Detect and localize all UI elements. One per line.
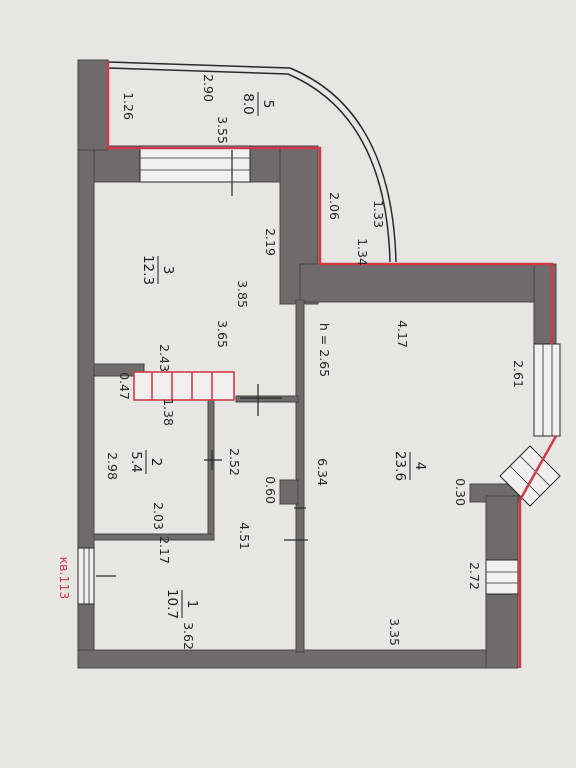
dim-label: 2.61 (511, 360, 526, 388)
room-4-area: 23.6 (392, 451, 408, 481)
room-2-area: 5.4 (128, 451, 144, 472)
dim-label: 2.52 (227, 448, 242, 476)
dim-label: 3.65 (215, 320, 230, 348)
dim-label: 1.26 (121, 92, 136, 120)
dimension-labels: 2.90 1.26 3.55 2.06 1.33 1.34 2.19 3.85 … (105, 74, 526, 650)
window-room3 (139, 145, 251, 183)
dim-label: 1.33 (371, 200, 386, 228)
column-block (279, 479, 299, 505)
dim-label: 0.47 (117, 372, 132, 400)
dim-label: 3.62 (181, 622, 196, 650)
dim-label: 4.17 (395, 320, 410, 348)
partition-room2-bottom (93, 533, 215, 541)
room-2-number: 2 (148, 458, 164, 467)
wall-top-room4 (299, 263, 553, 303)
partition-room2-right (207, 397, 215, 539)
dim-label: 2.17 (157, 536, 172, 564)
partition-hall-right (295, 299, 305, 653)
room-5-area: 8.0 (240, 93, 256, 114)
dim-label: 0.30 (453, 478, 468, 506)
dim-label: 2.72 (467, 562, 482, 590)
dim-label: 2.03 (151, 502, 166, 530)
window-room1-left (77, 547, 95, 605)
window-stripes (83, 157, 553, 604)
dim-label: 2.90 (201, 74, 216, 102)
dim-label: 2.43 (157, 344, 172, 372)
room-5-number: 5 (260, 100, 276, 109)
dim-label: 1.34 (355, 238, 370, 266)
room-5-label: 5 8.0 (240, 92, 276, 116)
wall-bottom (77, 649, 519, 669)
dim-label: 3.35 (387, 618, 402, 646)
room-1-area: 10.7 (164, 589, 180, 619)
dim-label: 4.51 (237, 522, 252, 550)
room-3-label: 3 12.3 (140, 255, 176, 285)
dim-label: 2.98 (105, 452, 120, 480)
wall-loggia-left (77, 59, 109, 151)
room-3-area: 12.3 (140, 255, 156, 285)
partition-hall-top (235, 395, 299, 403)
room-4-label: 4 23.6 (392, 451, 428, 481)
window-room4-right (533, 343, 561, 437)
room-1-label: 1 10.7 (164, 589, 200, 619)
partition-room3-lower (93, 363, 145, 377)
room-2-label: 2 5.4 (128, 450, 164, 474)
dim-label: 2.19 (263, 228, 278, 256)
apartment-label: кв.113 (57, 557, 72, 600)
room-3-number: 3 (160, 266, 176, 275)
dim-label: 2.06 (327, 192, 342, 220)
dim-label: 0.60 (263, 476, 278, 504)
dim-label: 6.34 (315, 458, 330, 486)
dim-label: 3.85 (235, 280, 250, 308)
window-room4-bottom (485, 559, 519, 595)
outline (106, 62, 558, 668)
dim-label: 1.38 (161, 398, 176, 426)
ceiling-height: h = 2.65 (317, 323, 332, 377)
closet-block (133, 371, 235, 401)
room-4-number: 4 (412, 462, 428, 471)
room-1-number: 1 (184, 600, 200, 609)
dim-label: 3.55 (215, 116, 230, 144)
door-ticks (96, 150, 308, 577)
room-labels: 5 8.0 3 12.3 2 5.4 4 23.6 1 10.7 (128, 92, 428, 619)
